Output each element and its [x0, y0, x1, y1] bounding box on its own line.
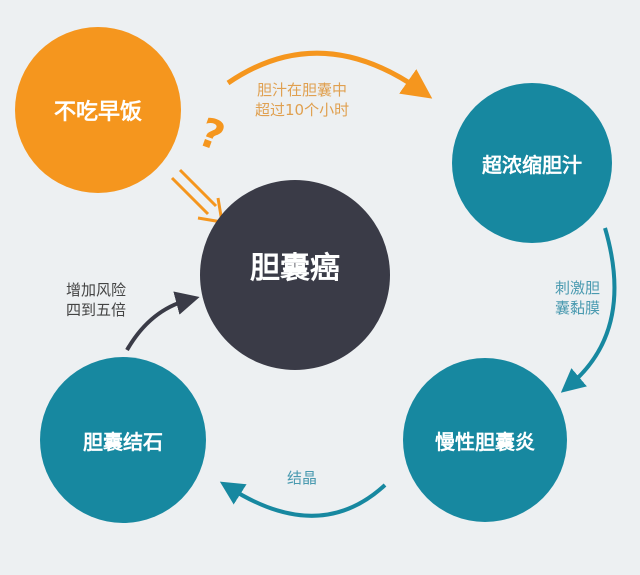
node-label: 慢性胆囊炎	[435, 429, 535, 454]
label-crystallize: 结晶	[287, 469, 318, 487]
node-label: 胆囊结石	[83, 429, 163, 454]
label-line: 刺激胆	[555, 279, 601, 297]
node-gallbladder-cancer: 胆囊癌	[200, 180, 390, 370]
arrow-to-concentrated-bile	[226, 50, 433, 99]
node-concentrated-bile: 超浓缩胆汁	[452, 83, 612, 243]
arrow-to-cholecystitis	[560, 227, 617, 393]
label-line: 四到五倍	[66, 301, 127, 319]
label-line: 增加风险	[66, 281, 127, 299]
double-arrow-to-cancer	[170, 168, 224, 224]
label-bile-duration: 胆汁在胆囊中 超过10个小时	[255, 80, 349, 120]
label-line: 胆汁在胆囊中	[257, 81, 348, 99]
node-label: 超浓缩胆汁	[482, 152, 582, 177]
node-chronic-cholecystitis: 慢性胆囊炎	[403, 358, 567, 522]
node-skip-breakfast: 不吃早饭	[15, 27, 181, 193]
label-line: 囊黏膜	[555, 299, 601, 317]
label-increase-risk: 增加风险 四到五倍	[66, 280, 126, 320]
node-label: 不吃早饭	[53, 100, 142, 125]
node-gallstones: 胆囊结石	[40, 357, 206, 523]
node-label: 胆囊癌	[250, 251, 340, 286]
label-irritate-mucosa: 刺激胆 囊黏膜	[555, 278, 600, 318]
label-line: 超过10个小时	[255, 101, 350, 119]
arrow-to-cancer	[125, 291, 200, 351]
arrow-to-gallstones	[219, 481, 387, 518]
